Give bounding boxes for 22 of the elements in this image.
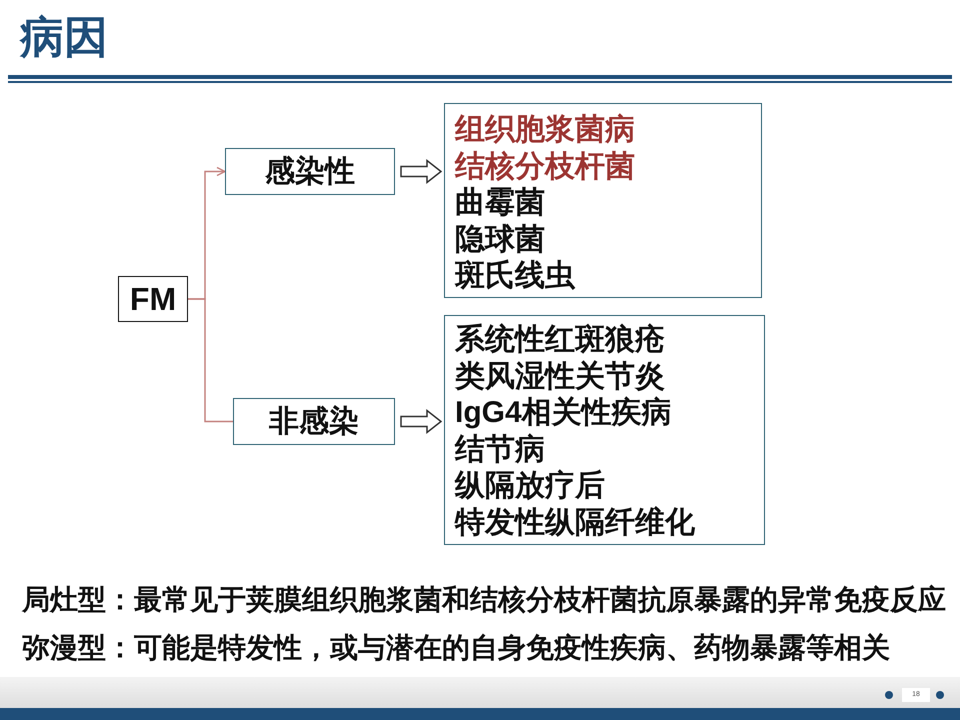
list-item: IgG4相关性疾病 [455, 395, 673, 431]
list-item: 特发性纵隔纤维化 [455, 504, 696, 540]
slide-title: 病因 [20, 12, 108, 64]
term-box: FM [118, 276, 188, 322]
list-item: 纵隔放疗后 [455, 468, 606, 504]
note-text: 局灶型：最常见于荚膜组织胞浆菌和结核分枝杆菌抗原暴露的异常免疫反应 [22, 583, 946, 617]
list-item: 系统性红斑狼疮 [455, 322, 666, 358]
list-item: 斑氏线虫 [455, 258, 576, 294]
list-item: 组织胞浆菌病 [455, 112, 636, 148]
list-item: 隐球菌 [455, 222, 546, 258]
block-arrow [400, 408, 442, 434]
category-box: 非感染 [233, 398, 395, 445]
list-item: 曲霉菌 [455, 185, 546, 221]
category-box: 感染性 [225, 148, 395, 195]
list-item: 类风湿性关节炎 [455, 358, 666, 394]
list-item: 结核分枝杆菌 [455, 148, 636, 184]
list-box [444, 103, 762, 298]
list-item: 结节病 [455, 432, 546, 468]
list-box [444, 315, 765, 545]
block-arrow [400, 158, 442, 184]
note-text: 弥漫型：可能是特发性，或与潜在的自身免疫性疾病、药物暴露等相关 [22, 631, 890, 665]
connector [188, 298, 233, 422]
